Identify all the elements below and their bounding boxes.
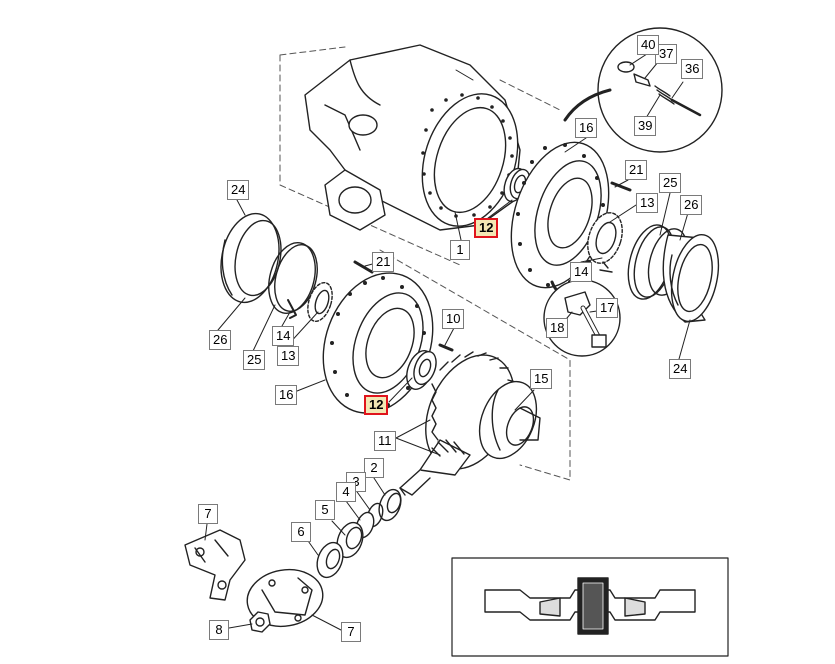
nut-8 <box>249 611 271 633</box>
lock-plate-left <box>287 299 297 319</box>
callout-10[interactable]: 10 <box>442 309 465 329</box>
callout-15[interactable]: 15 <box>530 369 553 389</box>
bolt-10 <box>438 343 454 352</box>
spacer-ring-right <box>662 234 720 323</box>
yoke-upper <box>184 529 246 601</box>
callout-16-right[interactable]: 16 <box>575 118 598 138</box>
callout-25-left[interactable]: 25 <box>243 350 266 370</box>
callout-21-right[interactable]: 21 <box>625 160 648 180</box>
callout-8[interactable]: 8 <box>209 620 229 640</box>
callout-16-left[interactable]: 16 <box>275 385 298 405</box>
differential-housing <box>304 44 521 231</box>
bearing-lower <box>406 350 437 390</box>
callout-1[interactable]: 1 <box>450 240 470 260</box>
callout-25-right[interactable]: 25 <box>659 173 682 193</box>
callout-14-right[interactable]: 14 <box>570 262 593 282</box>
adjusting-nut-left <box>307 281 333 323</box>
dowel-pin-left <box>353 260 374 274</box>
callout-14-left[interactable]: 14 <box>272 326 295 346</box>
dowel-pin-right <box>610 181 632 192</box>
ring-gear <box>425 351 541 470</box>
callout-24-right[interactable]: 24 <box>669 359 692 379</box>
callout-12-lower[interactable]: 12 <box>364 395 389 415</box>
callout-7-yoke[interactable]: 7 <box>198 504 218 524</box>
flange-lower <box>246 568 324 628</box>
callout-6[interactable]: 6 <box>291 522 311 542</box>
o-rings-left <box>268 242 318 314</box>
lock-plate-right <box>599 261 613 273</box>
callout-26-right[interactable]: 26 <box>680 195 703 215</box>
callout-12-upper[interactable]: 12 <box>474 218 499 238</box>
callout-24-left[interactable]: 24 <box>227 180 250 200</box>
callout-2[interactable]: 2 <box>364 458 384 478</box>
callout-17[interactable]: 17 <box>596 298 619 318</box>
drive-pinion <box>399 439 471 496</box>
adjusting-nut-right <box>587 212 623 264</box>
callout-21-left[interactable]: 21 <box>372 252 395 272</box>
callout-13-left[interactable]: 13 <box>277 346 300 366</box>
callout-5[interactable]: 5 <box>315 500 335 520</box>
cross-section-inset <box>451 557 729 657</box>
callout-18[interactable]: 18 <box>546 318 569 338</box>
seal-6 <box>316 541 344 579</box>
callout-40[interactable]: 40 <box>637 35 660 55</box>
callout-37[interactable]: 37 <box>655 44 678 64</box>
pinion-bearing-5 <box>336 521 364 559</box>
pinion-bearing-2 <box>378 488 402 522</box>
callout-4[interactable]: 4 <box>336 482 356 502</box>
callout-26-left[interactable]: 26 <box>209 330 232 350</box>
callout-39[interactable]: 39 <box>634 116 657 136</box>
frame-outline <box>279 46 571 481</box>
spacer-ring-left <box>220 212 282 304</box>
bearing-support-right <box>510 141 610 289</box>
callout-36[interactable]: 36 <box>681 59 704 79</box>
callout-13-right[interactable]: 13 <box>636 193 659 213</box>
callout-7-flange[interactable]: 7 <box>341 622 361 642</box>
callout-11[interactable]: 11 <box>374 431 396 451</box>
